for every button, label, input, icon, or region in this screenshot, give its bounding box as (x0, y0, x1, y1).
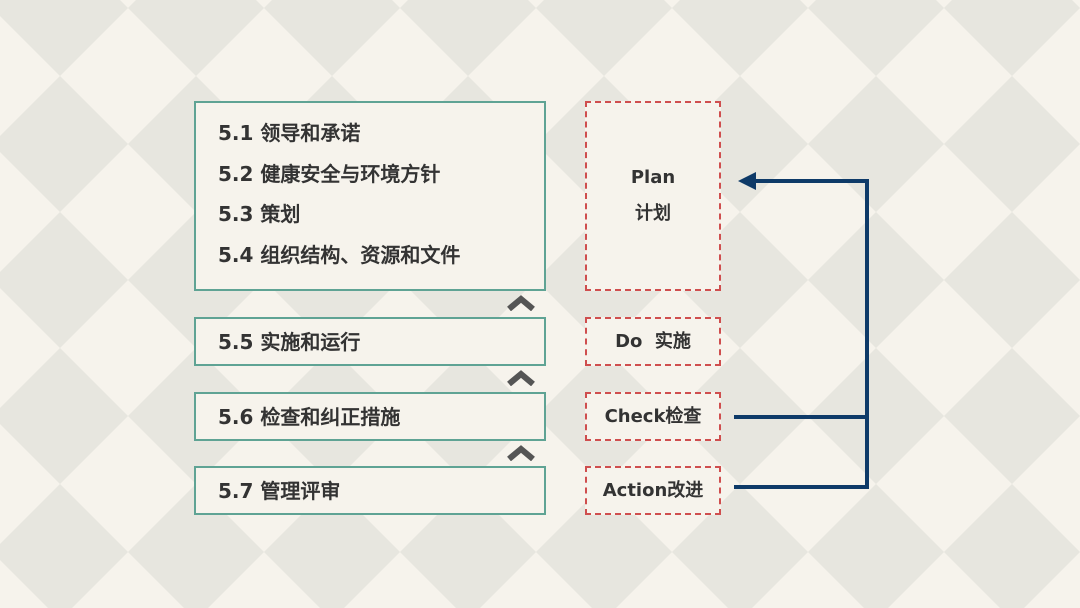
clause-5-6: 5.6 检查和纠正措施 (218, 404, 401, 429)
chevron-up-icon (507, 445, 535, 461)
chevron-up-icon (507, 370, 535, 386)
plan-label-cn: 计划 (635, 203, 671, 224)
check-clause-box: 5.6 检查和纠正措施 (194, 392, 546, 441)
act-label: Action改进 (602, 479, 704, 501)
do-label: Do 实施 (615, 330, 691, 352)
act-clause-box: 5.7 管理评审 (194, 466, 546, 515)
clause-5-2: 5.2 健康安全与环境方针 (218, 161, 441, 186)
plan-label-en: Plan (630, 167, 676, 188)
check-label: Check检查 (604, 405, 702, 427)
clause-5-7: 5.7 管理评审 (218, 478, 341, 503)
pdca-plan-tag: Plan 计划 (585, 101, 721, 291)
clause-5-3: 5.3 策划 (218, 202, 301, 226)
clause-5-5: 5.5 实施和运行 (218, 329, 361, 354)
clause-5-4: 5.4 组织结构、资源和文件 (218, 242, 461, 267)
pdca-act-tag: Action改进 (585, 466, 721, 515)
do-clause-box: 5.5 实施和运行 (194, 317, 546, 366)
pdca-check-tag: Check检查 (585, 392, 721, 441)
chevron-up-icon (507, 295, 535, 311)
pdca-do-tag: Do 实施 (585, 317, 721, 366)
clause-5-1: 5.1 领导和承诺 (218, 121, 361, 145)
plan-clauses-box: 5.1 领导和承诺 5.2 健康安全与环境方针 5.3 策划 5.4 组织结构、… (194, 101, 546, 291)
